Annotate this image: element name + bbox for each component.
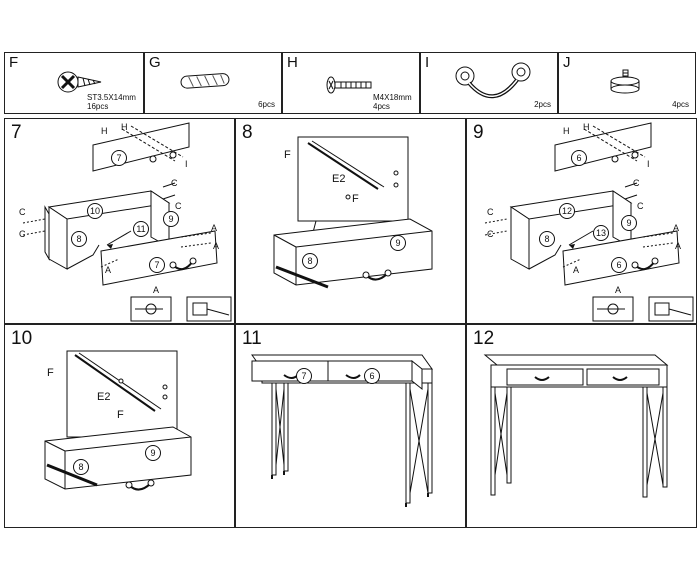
hardware-label-a: A <box>615 285 622 295</box>
hardware-label-c: C <box>19 229 26 239</box>
part-number-badge: 6 <box>611 257 627 273</box>
screw-icon <box>57 71 102 93</box>
step-number: 9 <box>473 122 484 143</box>
part-spec-line-2: 16pcs <box>87 102 109 111</box>
hardware-label-f: F <box>284 149 291 161</box>
hardware-label-a: A <box>153 285 160 295</box>
hardware-label-a: A <box>673 223 680 233</box>
part-number-badge: 7 <box>111 150 127 166</box>
hardware-label-a: A <box>211 223 218 233</box>
part-number-badge: 7 <box>296 368 312 384</box>
part-number-badge: 8 <box>73 459 89 475</box>
hardware-label-h: H <box>101 126 108 136</box>
hardware-label-h: H <box>583 122 590 132</box>
wood-dowel-icon <box>180 73 230 89</box>
part-quantity: 4pcs <box>672 100 689 109</box>
hardware-label-c: C <box>175 201 182 211</box>
hardware-label-c: C <box>171 178 178 188</box>
part-cell-j: J 4pcs <box>558 52 696 114</box>
drawer-handle-icon <box>455 62 531 99</box>
hardware-label-h: H <box>563 126 570 136</box>
step-number: 12 <box>473 328 495 349</box>
part-letter: F <box>9 54 19 71</box>
hardware-label-i: I <box>185 159 188 169</box>
desk-drawer-insertion-illustration <box>251 354 433 507</box>
step-number: 7 <box>11 122 22 143</box>
hardware-label-c: C <box>487 207 494 217</box>
component-label-e2: E2 <box>332 173 346 185</box>
part-letter: G <box>149 54 161 71</box>
step-12-panel: 12 <box>466 324 697 528</box>
hardware-label-a: A <box>573 265 580 275</box>
part-number-badge: 8 <box>71 231 87 247</box>
part-cell-i: I 2pcs <box>420 52 558 114</box>
step-number: 10 <box>11 328 33 349</box>
step-7-panel: 7 <box>4 118 235 324</box>
part-letter: H <box>287 54 298 71</box>
step-11-panel: 11 7 6 <box>235 324 466 528</box>
part-quantity: 6pcs <box>258 100 275 109</box>
hardware-label-c: C <box>487 229 494 239</box>
part-spec-line-1: ST3.5X14mm <box>87 93 136 102</box>
hardware-label-a: A <box>675 241 682 251</box>
hardware-label-f: F <box>352 193 359 205</box>
step-8-panel: 8 F F E2 8 9 <box>235 118 466 324</box>
part-number-badge: 12 <box>559 203 575 219</box>
step-10-panel: 10 F F E2 8 9 <box>4 324 235 528</box>
hardware-label-f: F <box>117 409 124 421</box>
step-number: 11 <box>242 328 262 349</box>
hardware-label-h: H <box>121 122 128 132</box>
part-letter: I <box>425 54 430 71</box>
part-number-badge: 13 <box>593 225 609 241</box>
part-cell-g: G 6pcs <box>144 52 282 114</box>
part-spec-line-2: 4pcs <box>373 102 390 111</box>
part-number-badge: 8 <box>539 231 555 247</box>
part-cell-f: F ST3.5X14mm 16pcs <box>4 52 144 114</box>
drawer-slide-illustration <box>273 136 433 289</box>
hardware-label-c: C <box>633 178 640 188</box>
part-number-badge: 9 <box>163 211 179 227</box>
part-cell-h: H M4X18mm 4pcs <box>282 52 420 114</box>
step-9-panel: 9 <box>466 118 697 324</box>
part-number-badge: 9 <box>621 215 637 231</box>
hardware-label-i: I <box>647 159 650 169</box>
part-number-badge: 11 <box>133 221 149 237</box>
part-spec-line-1: M4X18mm <box>373 93 412 102</box>
finished-desk-illustration <box>483 354 669 498</box>
bolt-icon <box>326 76 372 94</box>
component-label-e2: E2 <box>97 391 111 403</box>
hardware-label-a: A <box>105 265 112 275</box>
foot-glide-icon <box>610 69 640 94</box>
part-quantity: 2pcs <box>534 100 551 109</box>
part-letter: J <box>563 54 571 71</box>
hardware-label-c: C <box>637 201 644 211</box>
hardware-label-f: F <box>47 367 54 379</box>
part-number-badge: 7 <box>149 257 165 273</box>
hardware-label-a: A <box>213 241 220 251</box>
part-number-badge: 6 <box>571 150 587 166</box>
part-number-badge: 9 <box>390 235 406 251</box>
hardware-label-c: C <box>19 207 26 217</box>
part-number-badge: 10 <box>87 203 103 219</box>
drawer-slide-illustration <box>44 350 192 491</box>
step-number: 8 <box>242 122 253 143</box>
part-number-badge: 9 <box>145 445 161 461</box>
part-number-badge: 6 <box>364 368 380 384</box>
part-number-badge: 8 <box>302 253 318 269</box>
